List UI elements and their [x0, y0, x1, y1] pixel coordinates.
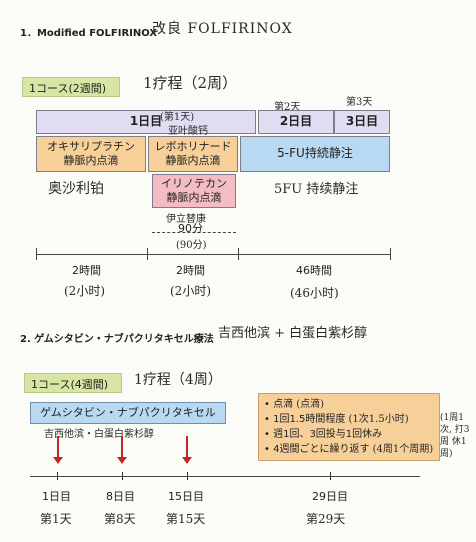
section1-title: 1．Modified FOLFIRINOX [20, 28, 158, 39]
timeline-day-1: 1日目 [42, 490, 71, 503]
timeline-day-29: 29日目 [312, 490, 348, 503]
day1-handwritten-below: 亚叶酸钙 [168, 126, 208, 137]
note-4-handwritten: (4周1个周期) [372, 444, 434, 455]
time-label-3: 46時間 [296, 264, 332, 277]
course-label-2-handwritten: 1疗程（4周） [134, 372, 222, 388]
note-2-handwritten: (1次1.5小时) [348, 414, 409, 425]
time-label-3-handwritten: (46小时) [290, 286, 339, 300]
course-label-1: 1コース(2週間) [22, 77, 120, 97]
timeline-day-1-handwritten: 第1天 [40, 512, 72, 526]
time-label-2-handwritten: (2小时) [170, 284, 211, 298]
time-tick-0 [36, 248, 37, 260]
time-label-1-handwritten: (2小时) [64, 284, 105, 298]
note-4-text: • 4週間ごとに繰り返す [264, 444, 370, 455]
levofolinate-cell: レボホリナード 静脈内点滴 [148, 136, 238, 172]
irinotecan-name: イリノテカン [161, 176, 227, 190]
section2-title: 2. ゲムシタビン・ナブパクリタキセル療法 [20, 334, 214, 345]
timeline-tick-1 [57, 472, 58, 480]
note-1: • 点滴 (点滴) [264, 397, 434, 412]
irinotecan-duration-line [152, 232, 236, 234]
note-3-text: • 週1回、3回投与1回休み [264, 429, 383, 440]
day3-label: 3日目 [345, 114, 379, 129]
day1-header: 1日目 [36, 110, 256, 134]
arrow-day1 [53, 436, 63, 464]
timeline-day-15-handwritten: 第15天 [166, 512, 206, 526]
oxaliplatin-cell: オキサリプラチン 静脈内点滴 [36, 136, 146, 172]
section2-handwritten-title: 吉西他滨 + 白蛋白紫杉醇 [218, 326, 368, 341]
note-4: • 4週間ごとに繰り返す (4周1个周期) [264, 442, 434, 457]
note-3-handwritten: (1周1次, 打3周 休1周) [440, 413, 470, 459]
irinotecan-cell: イリノテカン 静脈内点滴 [152, 174, 236, 208]
timeline-day-29-handwritten: 第29天 [306, 512, 346, 526]
regimen-bar: ゲムシタビン・ナブパクリタキセル [30, 402, 226, 424]
time-tick-3 [390, 248, 391, 260]
section1-handwritten-title: 改良 FOLFIRINOX [152, 21, 293, 37]
day1-handwritten: (第1天) [160, 112, 195, 123]
day2-handwritten: 第2天 [274, 102, 301, 113]
fu-infusion-name: 5-FU持続静注 [277, 146, 353, 161]
course-label-2: 1コース(4週間) [24, 373, 122, 393]
note-1-text: • 点滴 [264, 399, 294, 410]
oxaliplatin-name: オキサリプラチン [47, 139, 135, 153]
day1-label: 1日目 [129, 114, 163, 129]
time-scale-line [36, 254, 390, 255]
timeline-day-8: 8日目 [106, 490, 135, 503]
note-3: • 週1回、3回投与1回休み [264, 427, 434, 442]
time-tick-1 [147, 248, 148, 260]
note-2: • 1回1.5時間程度 (1次1.5小时) [264, 412, 434, 427]
arrow-day8 [117, 436, 127, 464]
irinotecan-duration: 90分 [178, 222, 203, 235]
timeline-line [30, 476, 420, 477]
timeline-tick-15 [187, 472, 188, 480]
fu-handwritten: 5FU 持续静注 [274, 182, 359, 197]
time-label-1: 2時間 [72, 264, 101, 277]
day3-header: 3日目 [334, 110, 390, 134]
levofolinate-name: レボホリナード [154, 139, 232, 153]
note-2-text: • 1回1.5時間程度 [264, 414, 346, 425]
timeline-day-15: 15日目 [168, 490, 204, 503]
notes-box: • 点滴 (点滴) • 1回1.5時間程度 (1次1.5小时) • 週1回、3回… [258, 393, 440, 461]
timeline-tick-8 [122, 472, 123, 480]
course-label-1-handwritten: 1疗程（2周） [143, 74, 238, 92]
irinotecan-handwritten: 伊立替康 [166, 214, 206, 225]
day2-header: 2日目 [258, 110, 334, 134]
regimen-name: ゲムシタビン・ナブパクリタキセル [40, 405, 216, 419]
arrow-day15 [182, 436, 192, 464]
oxaliplatin-handwritten: 奥沙利铂 [48, 181, 104, 197]
levofolinate-route: 静脈内点滴 [165, 154, 221, 167]
irinotecan-duration-handwritten: (90分) [176, 240, 207, 251]
timeline-tick-29 [330, 472, 331, 480]
fu-infusion-cell: 5-FU持続静注 [240, 136, 390, 172]
time-label-2: 2時間 [176, 264, 205, 277]
day2-label: 2日目 [279, 114, 313, 129]
regimen-handwritten: 吉西他滨・白蛋白紫杉醇 [44, 429, 154, 440]
timeline-day-8-handwritten: 第8天 [104, 512, 136, 526]
time-tick-2 [238, 248, 239, 260]
day3-handwritten: 第3天 [346, 97, 373, 108]
irinotecan-route: 静脈内点滴 [166, 191, 222, 204]
note-1-handwritten: (点滴) [296, 399, 325, 410]
oxaliplatin-route: 静脈内点滴 [63, 154, 119, 167]
